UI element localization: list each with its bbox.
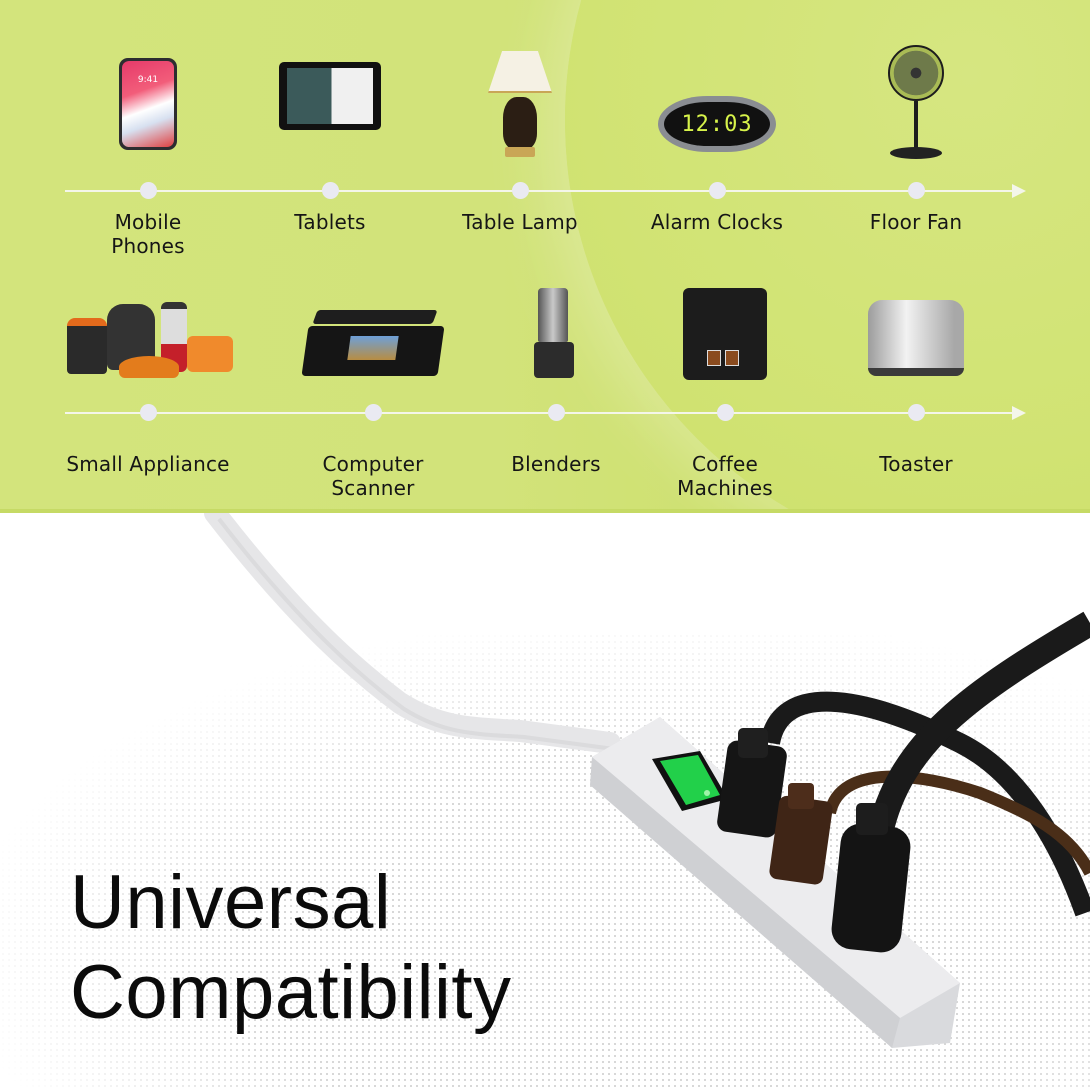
device-label: Blenders: [511, 452, 601, 476]
device-row-1: 9:41 Mobile Phones Tablets Table Lamp: [0, 0, 1090, 260]
device-label: Mobile Phones: [111, 210, 185, 258]
timeline-dot: [547, 404, 565, 421]
alarm-clock-icon: 12:03: [658, 96, 776, 152]
device-label: Floor Fan: [869, 210, 963, 234]
timeline-dot: [321, 182, 339, 199]
device-item-mobile-phones: 9:41 Mobile Phones: [48, 40, 248, 258]
device-label: Computer Scanner: [322, 452, 424, 500]
tablet-icon: [279, 62, 381, 130]
device-item-coffee-machines: Coffee Machines: [625, 288, 825, 500]
plug-black-2: [831, 803, 911, 953]
headline: Universal Compatibility: [70, 858, 512, 1038]
device-label: Coffee Machines: [677, 452, 773, 500]
smartphone-icon: 9:41: [119, 58, 177, 150]
table-lamp-icon: [485, 45, 555, 160]
timeline-dot: [139, 182, 157, 199]
blender-icon: [532, 288, 580, 380]
device-label: Alarm Clocks: [650, 210, 784, 234]
timeline-dot: [139, 404, 157, 421]
device-item-blenders: Blenders: [456, 288, 656, 476]
scanner-icon: [301, 308, 445, 380]
headline-line-2: Compatibility: [70, 950, 512, 1035]
timeline-dot: [716, 404, 734, 421]
device-label: Tablets: [294, 210, 366, 234]
device-item-alarm-clocks: 12:03 Alarm Clocks: [617, 40, 817, 234]
device-item-table-lamp: Table Lamp: [420, 40, 620, 234]
timeline-line: [65, 190, 1015, 192]
phone-screen-time: 9:41: [137, 75, 159, 85]
plug-black-1: [717, 728, 787, 838]
headline-line-1: Universal: [70, 860, 392, 945]
power-cord: [204, 513, 621, 754]
device-label: Small Appliance: [66, 452, 230, 476]
device-item-floor-fan: Floor Fan: [816, 40, 1016, 234]
timeline-line: [65, 412, 1015, 414]
timeline-dot: [907, 404, 925, 421]
banner-edge: [0, 509, 1090, 513]
timeline-dot: [708, 182, 726, 199]
timeline-dot: [907, 182, 925, 199]
device-item-tablets: Tablets: [230, 40, 430, 234]
product-showcase: Universal Compatibility: [0, 513, 1090, 1090]
device-item-small-appliance: Small Appliance: [48, 290, 248, 476]
clock-display: 12:03: [664, 102, 770, 146]
plug-brown: [769, 783, 833, 885]
device-label: Toaster: [879, 452, 953, 476]
arrow-right-icon: [1012, 184, 1026, 198]
timeline-dot: [511, 182, 529, 199]
device-row-2: Small Appliance Computer Scanner Blender…: [0, 270, 1090, 510]
device-item-toaster: Toaster: [816, 290, 1016, 476]
power-switch: [652, 751, 728, 811]
floor-fan-icon: [886, 45, 946, 160]
toaster-icon: [868, 300, 964, 376]
timeline-dot: [364, 404, 382, 421]
device-label: Table Lamp: [462, 210, 578, 234]
power-strip-illustration: [204, 513, 1090, 1048]
small-appliances-icon: [63, 300, 233, 380]
arrow-right-icon: [1012, 406, 1026, 420]
coffee-machine-icon: [683, 288, 767, 380]
device-item-computer-scanner: Computer Scanner: [273, 290, 473, 500]
compatible-devices-banner: 9:41 Mobile Phones Tablets Table Lamp: [0, 0, 1090, 513]
